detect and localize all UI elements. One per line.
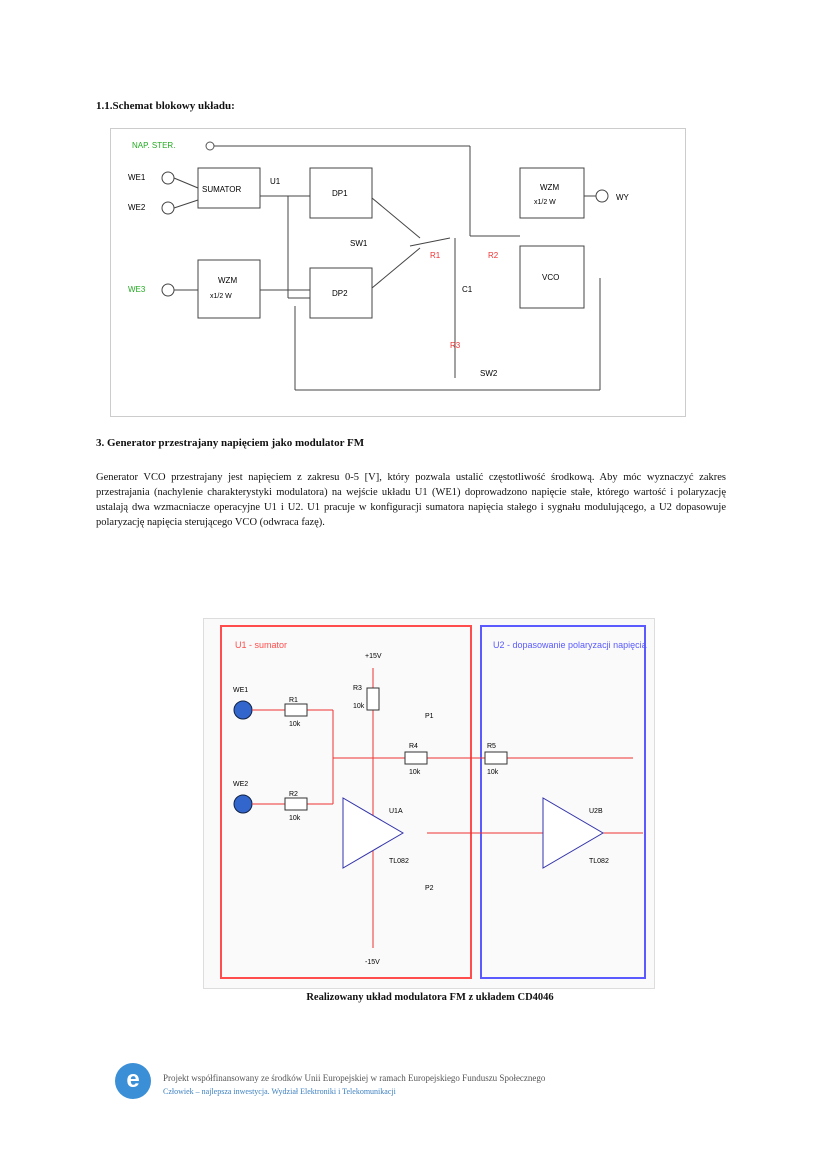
block-diagram: NAP. STER. WE1 WE2 SUMATOR U1 DP1 WE3 WZ… [110,128,686,417]
footer-line-2: Człowiek – najlepsza inwestycja. Wydział… [163,1087,396,1096]
body-paragraph: Generator VCO przestrajany jest napięcie… [96,472,726,528]
pot2-label: P2 [425,885,434,892]
input2-label: WE2 [233,781,248,788]
r2-label: R2 [289,791,298,798]
wzm2-block: WZM [540,183,559,192]
circuit-schematic: U1 - sumator U2 - dopasowanie polaryzacj… [203,618,655,989]
r2-value: 10k [289,815,301,822]
input-we1: WE1 [128,173,146,182]
output-wy: WY [616,193,630,202]
opamp1-type: TL082 [389,858,409,865]
opamp2-type: TL082 [589,858,609,865]
r2-label: R2 [488,251,499,260]
dp2-block: DP2 [332,289,348,298]
r1-label: R1 [289,697,298,704]
box1-title: U1 - sumator [235,640,287,650]
r3-value: 10k [353,703,365,710]
section-heading-fm: 3. Generator przestrajany napięciem jako… [96,437,365,449]
input1-label: WE1 [233,687,248,694]
opamp2-label: U2B [589,808,603,815]
footer-line-1: Projekt współfinansowany ze środków Unii… [163,1073,546,1083]
wzm1-gain: x1/2 W [210,293,232,300]
sw2-label: SW2 [480,369,498,378]
r3-label: R3 [353,685,362,692]
r5-value: 10k [487,769,499,776]
opamp1-label: U1A [389,808,403,815]
u1-label: U1 [270,177,281,186]
box2-title: U2 - dopasowanie polaryzacji napięcia [493,640,647,650]
dp1-block: DP1 [332,189,348,198]
footer: e Projekt współfinansowany ze środków Un… [115,1063,545,1099]
r1-label: R1 [430,251,441,260]
control-voltage-label: NAP. STER. [132,141,175,150]
wzm1-block: WZM [218,276,237,285]
r4-label: R4 [409,743,418,750]
c1-label: C1 [462,285,473,294]
r3-label: R3 [450,341,461,350]
vco-block: VCO [542,273,559,282]
r4-value: 10k [409,769,421,776]
section-heading-block-diagram: 1.1.Schemat blokowy układu: [96,100,235,112]
pot1-label: P1 [425,713,434,720]
sumator-block: SUMATOR [202,185,241,194]
vee-label: -15V [365,959,380,966]
r5-label: R5 [487,743,496,750]
sw1-label: SW1 [350,239,368,248]
input-we2: WE2 [128,203,146,212]
vcc-label: +15V [365,653,382,660]
input-we3: WE3 [128,285,146,294]
wzm2-gain: x1/2 W [534,199,556,206]
figure-caption: Realizowany układ modulatora FM z układe… [306,992,554,1003]
r1-value: 10k [289,721,301,728]
logo: e [115,1063,151,1099]
